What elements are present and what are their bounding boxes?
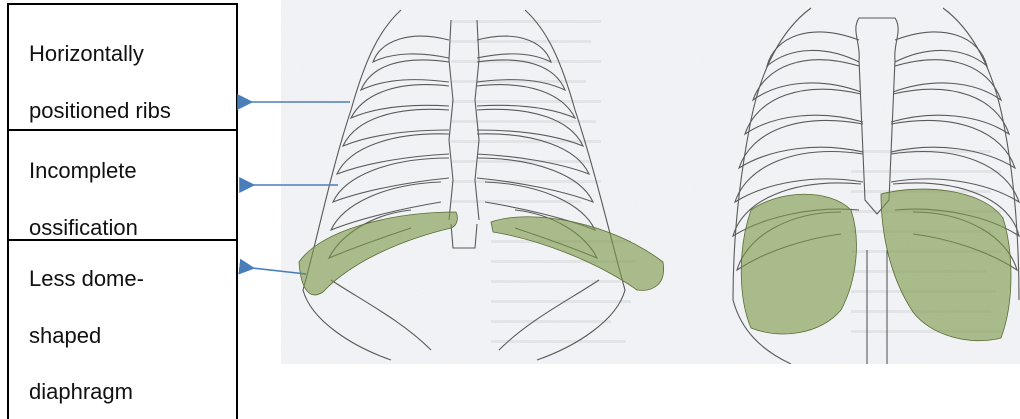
- arrow-diaphragm: [252, 268, 306, 274]
